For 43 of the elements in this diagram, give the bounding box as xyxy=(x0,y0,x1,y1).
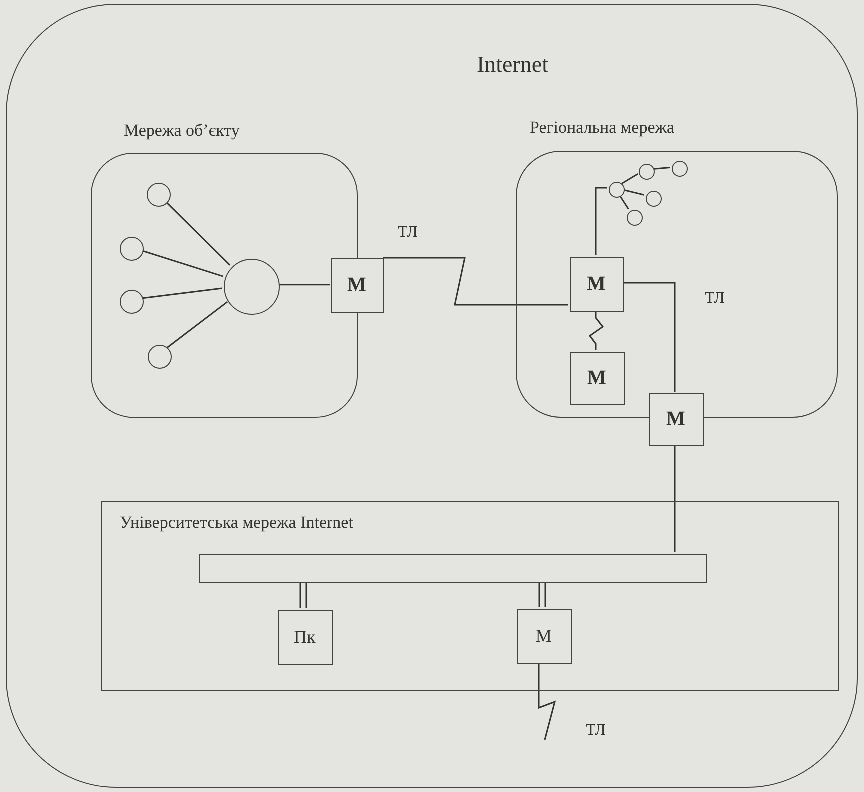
circle-node xyxy=(148,345,172,369)
circle-node xyxy=(646,191,662,207)
device-box xyxy=(517,609,572,664)
network-title: Мережа об’єкту xyxy=(124,122,240,139)
circle-node xyxy=(609,182,625,198)
bus-bar xyxy=(199,554,707,583)
internet-cloud-region xyxy=(6,4,858,788)
box-label: M xyxy=(666,408,686,429)
connector-line xyxy=(652,166,670,170)
connector-line xyxy=(622,189,644,196)
connector-line xyxy=(674,445,676,552)
device-box xyxy=(331,258,384,313)
computer-box xyxy=(278,610,333,665)
circle-node xyxy=(120,290,144,314)
box-label: M xyxy=(536,626,552,645)
circle-node xyxy=(147,183,171,207)
box-label: Пк xyxy=(294,628,316,646)
network-title: Регіональна мережа xyxy=(530,119,675,136)
connector-line xyxy=(167,301,228,348)
circle-node xyxy=(672,161,688,177)
connector-line xyxy=(538,662,556,740)
connector-line xyxy=(278,284,330,286)
connector-line xyxy=(588,310,604,350)
network-title: Університетська мережа Internet xyxy=(120,514,354,531)
device-box xyxy=(649,393,704,446)
connector-line xyxy=(141,250,224,278)
connector-line xyxy=(165,200,231,266)
circle-node xyxy=(120,237,144,261)
circle-node xyxy=(639,164,655,180)
connector-line xyxy=(618,194,630,210)
network-panel xyxy=(101,501,839,691)
connector-line xyxy=(622,282,676,392)
connector-line xyxy=(383,257,568,306)
device-box xyxy=(570,257,624,312)
connector-line xyxy=(621,173,639,185)
circle-node xyxy=(627,210,643,226)
connector-line xyxy=(595,187,607,255)
network-title: Internet xyxy=(477,53,549,76)
box-label: M xyxy=(586,274,606,294)
box-label: M xyxy=(587,368,606,388)
box-label: M xyxy=(347,274,366,295)
connector-line xyxy=(142,288,222,300)
device-box xyxy=(570,352,625,405)
